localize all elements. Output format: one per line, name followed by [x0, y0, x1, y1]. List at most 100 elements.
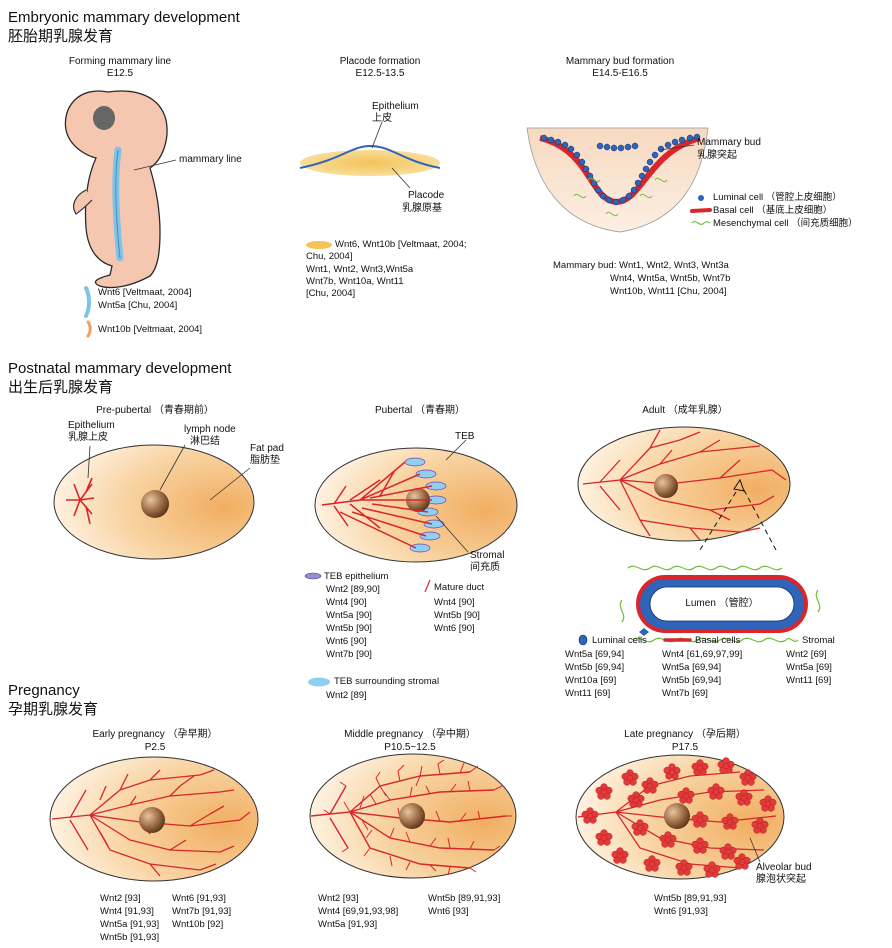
- lymph-node-zh: 淋巴结: [190, 436, 220, 448]
- stromal-gene-3: Wnt11 [69]: [786, 675, 831, 687]
- bud-zh: 乳腺突起: [697, 150, 737, 162]
- placode-epithelium-label: Epithelium: [372, 101, 419, 113]
- late-gene-2: Wnt6 [91,93]: [654, 906, 708, 918]
- placode-label: Placode: [408, 190, 444, 202]
- mature-duct-title: Mature duct: [434, 582, 484, 594]
- prepubertal-epithelium-zh: 乳腺上皮: [68, 432, 108, 444]
- adult-title: Adult （成年乳腺）: [610, 405, 760, 417]
- placode-genes-2: Chu, 2004]: [306, 251, 352, 263]
- bud-legend-luminal: Luminal cell （管腔上皮细胞）: [713, 192, 842, 204]
- bud-genes-1: Mammary bud: Wnt1, Wnt2, Wnt3, Wnt3a: [553, 260, 729, 272]
- early-gene-6: Wnt7b [91,93]: [172, 906, 231, 918]
- teb-stromal-title: TEB surrounding stromal: [334, 676, 439, 688]
- mature-duct-gene-3: Wnt6 [90]: [434, 623, 475, 635]
- early-gene-1: Wnt2 [93]: [100, 893, 141, 905]
- alveolar-bud-label: Alveolar bud: [756, 862, 812, 874]
- early-gene-4: Wnt5b [91,93]: [100, 932, 159, 944]
- teb-epithelium-swatch: [305, 573, 321, 579]
- pubertal-gland: [315, 440, 517, 562]
- stromal-label: Stromal: [470, 550, 504, 562]
- mesenchymal-cell-swatch: [692, 222, 710, 225]
- section-postnatal-subtitle: 出生后乳腺发育: [8, 379, 113, 396]
- early-gene-7: Wnt10b [92]: [172, 919, 223, 931]
- placode-illustration: [300, 122, 440, 188]
- adult-gland: [578, 427, 790, 550]
- teb-epithelium-title: TEB epithelium: [324, 571, 388, 583]
- bud-genes-2: Wnt4, Wnt5a, Wnt5b, Wnt7b: [610, 273, 730, 285]
- wnt10b-swatch: [88, 322, 90, 336]
- middle-gene-4: Wnt5b [89,91,93]: [428, 893, 500, 905]
- embryo-illustration: [65, 91, 176, 288]
- section-embryonic-subtitle: 胚胎期乳腺发育: [8, 28, 113, 45]
- basal-gene-1: Wnt4 [61,69,97,99]: [662, 649, 742, 661]
- placode-genes-4: Wnt7b, Wnt10a, Wnt11: [306, 276, 404, 288]
- placode-zh: 乳腺原基: [402, 203, 442, 215]
- section-pregnancy-subtitle: 孕期乳腺发育: [8, 701, 98, 718]
- early-gene-3: Wnt5a [91,93]: [100, 919, 159, 931]
- bud-label: Mammary bud: [697, 137, 761, 149]
- fat-pad-zh: 脂肪垫: [250, 455, 280, 467]
- luminal-cell-swatch: [698, 195, 704, 201]
- stromal-gene-2: Wnt5a [69]: [786, 662, 832, 674]
- basal-gene-4: Wnt7b [69]: [662, 688, 708, 700]
- teb-stromal-gene-1: Wnt2 [89]: [326, 690, 367, 702]
- bud-genes-3: Wnt10b, Wnt11 [Chu, 2004]: [610, 286, 727, 298]
- luminal-gene-3: Wnt10a [69]: [565, 675, 616, 687]
- placode-title: Placode formation: [300, 56, 460, 68]
- bud-legend-basal: Basal cell （基底上皮细胞）: [713, 205, 832, 217]
- teb-epithelium-gene-4: Wnt5b [90]: [326, 623, 372, 635]
- placode-genes-5: [Chu, 2004]: [306, 288, 355, 300]
- section-pregnancy-title: Pregnancy: [8, 682, 80, 699]
- luminal-gene-1: Wnt5a [69,94]: [565, 649, 624, 661]
- mature-duct-gene-1: Wnt4 [90]: [434, 597, 475, 609]
- teb-epithelium-gene-5: Wnt6 [90]: [326, 636, 367, 648]
- middle-gene-1: Wnt2 [93]: [318, 893, 359, 905]
- basal-gene-2: Wnt5a [69,94]: [662, 662, 721, 674]
- mammary-line-legend-2: Wnt5a [Chu, 2004]: [98, 300, 177, 312]
- wnt6-wnt5a-swatch: [86, 288, 89, 316]
- middle-gene-2: Wnt4 [69,91,93,98]: [318, 906, 398, 918]
- luminal-gene-4: Wnt11 [69]: [565, 688, 610, 700]
- mammary-bud-illustration: [527, 128, 708, 232]
- alveolar-bud-zh: 腺泡状突起: [756, 874, 806, 886]
- early-pregnancy-title: Early pregnancy （孕早期）: [70, 729, 240, 741]
- placode-gene-swatch: [306, 241, 332, 249]
- early-gene-5: Wnt6 [91,93]: [172, 893, 226, 905]
- mature-duct-gene-2: Wnt5b [90]: [434, 610, 480, 622]
- fat-pad-label: Fat pad: [250, 443, 284, 455]
- placode-genes-3: Wnt1, Wnt2, Wnt3,Wnt5a: [306, 264, 413, 276]
- early-pregnancy-gland: [50, 757, 258, 881]
- stromal-zh: 间充质: [470, 562, 500, 574]
- prepubertal-epithelium-label: Epithelium: [68, 420, 115, 432]
- mammary-line-legend-1: Wnt6 [Veltmaat, 2004]: [98, 287, 191, 299]
- middle-pregnancy-gland: [310, 754, 516, 878]
- bud-legend-mesenchymal: Mesenchymal cell （间充质细胞）: [713, 218, 858, 230]
- mammary-line-title: Forming mammary line: [40, 56, 200, 68]
- middle-gene-5: Wnt6 [93]: [428, 906, 469, 918]
- placode-epithelium-zh: 上皮: [372, 113, 392, 125]
- teb-epithelium-gene-1: Wnt2 [89,90]: [326, 584, 380, 596]
- luminal-cells-title: Luminal cells: [592, 635, 647, 647]
- late-pregnancy-title: Late pregnancy （孕后期）: [600, 729, 770, 741]
- stromal-title: Stromal: [802, 635, 835, 647]
- luminal-gene-2: Wnt5b [69,94]: [565, 662, 624, 674]
- mammary-line-legend-3: Wnt10b [Veltmaat, 2004]: [98, 324, 202, 336]
- prepubertal-title: Pre-pubertal （青春期前）: [70, 405, 240, 417]
- mature-duct-swatch: [425, 580, 430, 592]
- early-gene-2: Wnt4 [91,93]: [100, 906, 154, 918]
- teb-epithelium-gene-3: Wnt5a [90]: [326, 610, 372, 622]
- prepubertal-gland: [54, 445, 254, 559]
- basal-gene-3: Wnt5b [69,94]: [662, 675, 721, 687]
- placode-genes-1: Wnt6, Wnt10b [Veltmaat, 2004;: [335, 239, 467, 251]
- stromal-gene-1: Wnt2 [69]: [786, 649, 827, 661]
- middle-pregnancy-title: Middle pregnancy （孕中期）: [320, 729, 500, 741]
- lumen-label: Lumen （管腔）: [650, 598, 794, 610]
- late-gene-1: Wnt5b [89,91,93]: [654, 893, 726, 905]
- section-postnatal-title: Postnatal mammary development: [8, 360, 231, 377]
- teb-epithelium-gene-2: Wnt4 [90]: [326, 597, 367, 609]
- teb-stromal-swatch: [308, 678, 330, 687]
- bud-stage: E14.5-E16.5: [540, 68, 700, 80]
- middle-gene-3: Wnt5a [91,93]: [318, 919, 377, 931]
- teb-label: TEB: [455, 431, 474, 443]
- bud-title: Mammary bud formation: [540, 56, 700, 68]
